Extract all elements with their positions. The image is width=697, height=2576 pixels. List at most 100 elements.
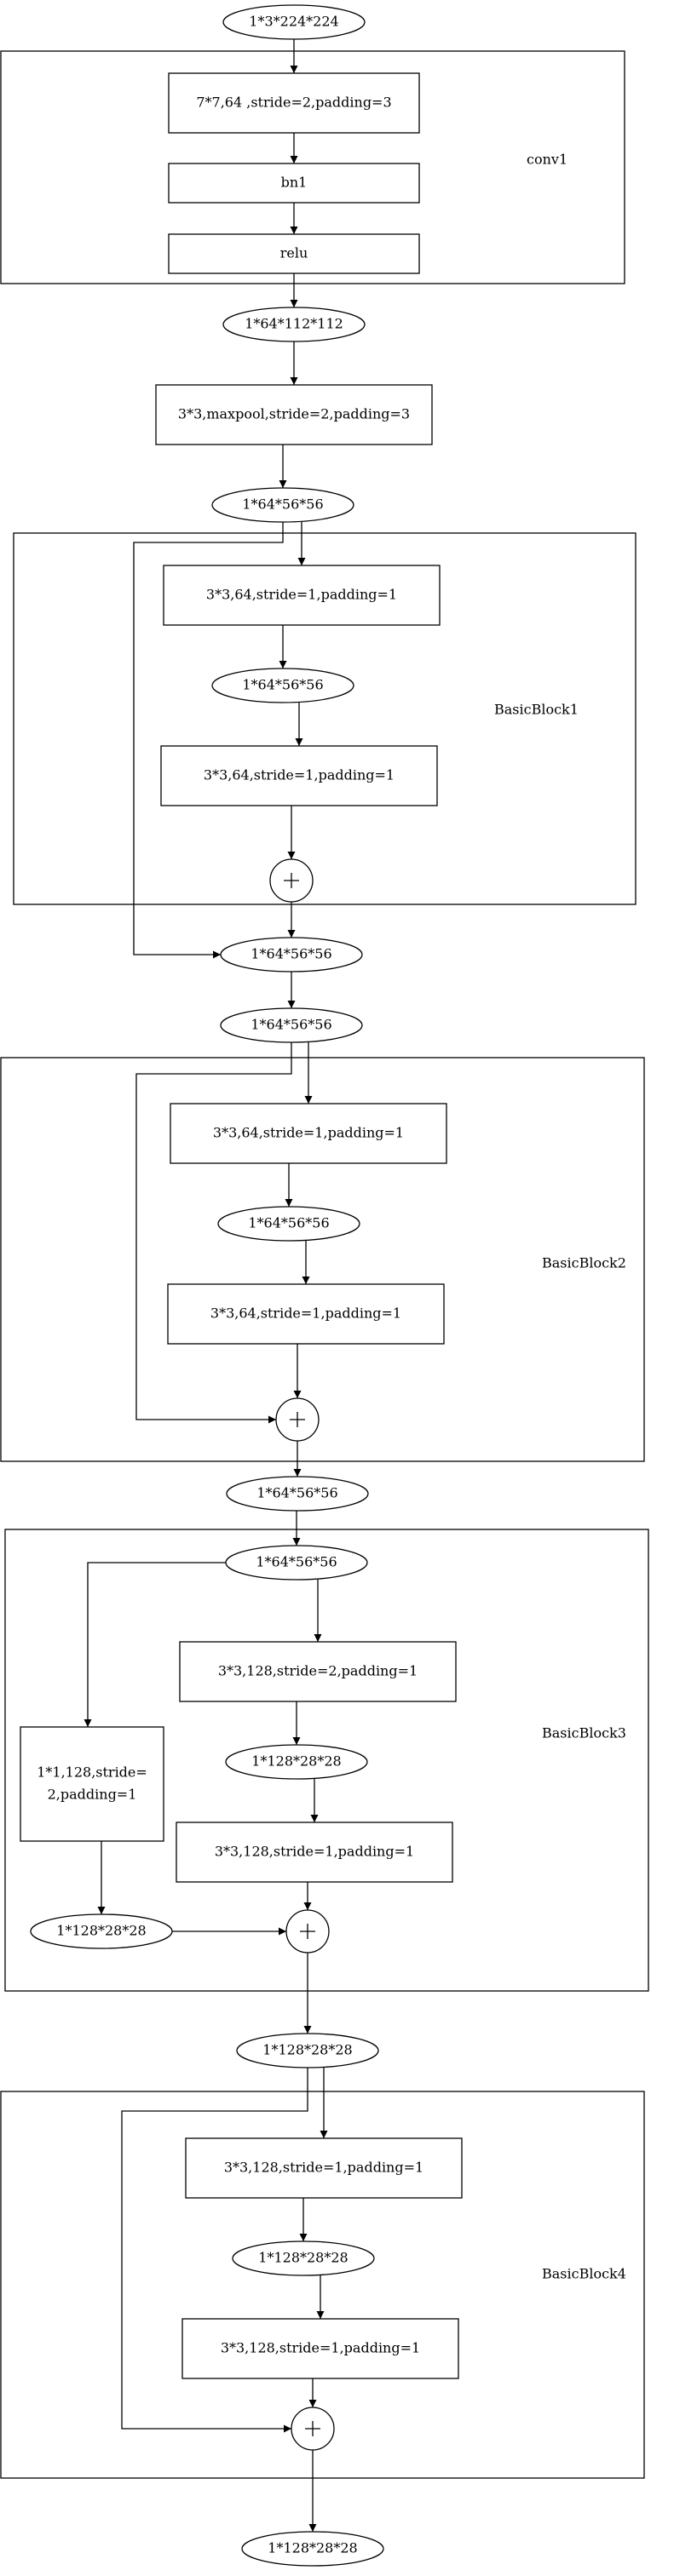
node-b3_down_out: 1*128*28*28 <box>30 1913 173 1949</box>
group-bb2: BasicBlock2 <box>0 1057 645 1462</box>
node-label: 1*128*28*28 <box>268 2540 357 2556</box>
node-in: 1*3*224*224 <box>222 4 366 40</box>
node-b2_mid: 1*64*56*56 <box>217 1206 360 1242</box>
tensor-shape-oval <box>226 1476 369 1512</box>
node-c1_conv: 7*7,64 ,stride=2,padding=3 <box>168 72 420 134</box>
node-label: 3*3,64,stride=1,padding=1 <box>210 1305 401 1322</box>
node-b4_add <box>291 2407 335 2451</box>
group-frame <box>0 2091 645 2479</box>
group-frame <box>4 1529 649 1992</box>
group-label: BasicBlock2 <box>542 1255 626 1271</box>
tensor-shape-oval <box>30 1913 173 1949</box>
node-b1_mid: 1*64*56*56 <box>211 668 354 703</box>
group-label: BasicBlock4 <box>542 2266 626 2282</box>
node-t3: 1*64*56*56 <box>220 937 363 972</box>
node-label: 3*3,64,stride=1,padding=1 <box>204 767 395 783</box>
tensor-shape-oval <box>222 307 366 342</box>
group-bb1: BasicBlock1 <box>13 532 637 905</box>
node-c1_bn: bn1 <box>168 163 420 204</box>
tensor-shape-oval <box>225 1545 368 1581</box>
layer-box <box>167 1283 445 1345</box>
layer-box <box>179 1641 457 1702</box>
tensor-shape-oval <box>220 937 363 972</box>
node-label: 3*3,128,stride=2,padding=1 <box>218 1663 418 1679</box>
node-b4_conv2: 3*3,128,stride=1,padding=1 <box>181 2318 459 2379</box>
edge-t6-to-b4_add <box>121 2068 308 2433</box>
tensor-shape-oval <box>232 2240 375 2276</box>
node-c1_relu: relu <box>168 233 420 274</box>
node-t6: 1*128*28*28 <box>236 2033 379 2068</box>
node-b2_conv1: 3*3,64,stride=1,padding=1 <box>170 1103 447 1164</box>
group-label: conv1 <box>527 152 567 168</box>
layer-box <box>20 1726 164 1842</box>
node-b1_add <box>269 858 314 903</box>
node-b3_add <box>285 1909 330 1954</box>
node-label: 1*128*28*28 <box>251 1753 341 1770</box>
node-b1_conv2: 3*3,64,stride=1,padding=1 <box>160 745 438 806</box>
node-label: 1*64*56*56 <box>256 1554 337 1570</box>
group-label: BasicBlock1 <box>494 702 579 718</box>
node-label: 3*3,128,stride=1,padding=1 <box>215 1844 414 1860</box>
group-bb4: BasicBlock4 <box>0 2091 645 2479</box>
node-label: relu <box>280 245 308 261</box>
node-b1_conv1: 3*3,64,stride=1,padding=1 <box>163 565 441 626</box>
tensor-shape-oval <box>236 2033 379 2068</box>
layer-box <box>176 1822 453 1883</box>
tensor-shape-oval <box>217 1206 360 1242</box>
group-label: BasicBlock3 <box>542 1725 626 1741</box>
tensor-shape-oval <box>222 4 366 40</box>
layer-box <box>155 384 433 445</box>
layer-box <box>181 2318 459 2379</box>
tensor-shape-oval <box>241 2531 384 2567</box>
tensor-shape-oval <box>211 487 354 523</box>
edge-t2-to-t3 <box>133 522 284 959</box>
node-label: 1*128*28*28 <box>262 2042 352 2058</box>
group-conv1: conv1 <box>0 50 625 284</box>
layer-box <box>185 2137 463 2199</box>
node-label: 1*128*28*28 <box>56 1923 146 1939</box>
node-label: 1*3*224*224 <box>249 14 338 30</box>
node-label: 1*1,128,stride= <box>37 1764 147 1781</box>
node-t4: 1*64*56*56 <box>220 1007 363 1043</box>
node-label: 3*3,128,stride=1,padding=1 <box>221 2340 420 2356</box>
node-b2_add <box>275 1397 320 1442</box>
node-label: 1*128*28*28 <box>258 2250 348 2266</box>
node-b4_mid: 1*128*28*28 <box>232 2240 375 2276</box>
node-b3_mid: 1*128*28*28 <box>225 1744 368 1780</box>
node-label: 7*7,64 ,stride=2,padding=3 <box>196 95 391 111</box>
edge-t4-to-b2_add <box>135 1042 292 1424</box>
node-b3_in: 1*64*56*56 <box>225 1545 368 1581</box>
node-b4_conv1: 3*3,128,stride=1,padding=1 <box>185 2137 463 2199</box>
node-label: 1*64*56*56 <box>251 1017 331 1033</box>
node-t5: 1*64*56*56 <box>226 1476 369 1512</box>
layer-box <box>160 745 438 806</box>
node-label: 2,padding=1 <box>48 1787 137 1803</box>
tensor-shape-oval <box>211 668 354 703</box>
layer-box <box>168 72 420 134</box>
group-frame <box>0 1057 645 1462</box>
node-label: 3*3,64,stride=1,padding=1 <box>213 1125 404 1141</box>
tensor-shape-oval <box>220 1007 363 1043</box>
layer-box <box>168 233 420 274</box>
node-label: 1*64*56*56 <box>256 1485 337 1501</box>
node-label: 3*3,128,stride=1,padding=1 <box>224 2160 423 2176</box>
node-label: 1*64*56*56 <box>242 677 323 693</box>
layer-box <box>168 163 420 204</box>
node-t2: 1*64*56*56 <box>211 487 354 523</box>
node-label: 1*64*56*56 <box>242 496 323 513</box>
layer-box <box>170 1103 447 1164</box>
layer-box <box>163 565 441 626</box>
node-b3_conv2: 3*3,128,stride=1,padding=1 <box>176 1822 453 1883</box>
tensor-shape-oval <box>225 1744 368 1780</box>
node-out: 1*128*28*28 <box>241 2531 384 2567</box>
node-label: bn1 <box>281 175 308 191</box>
node-label: 1*64*112*112 <box>245 316 343 332</box>
node-label: 3*3,64,stride=1,padding=1 <box>206 587 397 603</box>
node-label: 3*3,maxpool,stride=2,padding=3 <box>178 406 410 422</box>
node-b3_down: 1*1,128,stride= 2,padding=1 <box>20 1726 164 1842</box>
group-bb3: BasicBlock3 <box>4 1529 649 1992</box>
group-frame <box>0 50 625 284</box>
node-label: 1*64*56*56 <box>248 1215 329 1231</box>
group-frame <box>13 532 637 905</box>
